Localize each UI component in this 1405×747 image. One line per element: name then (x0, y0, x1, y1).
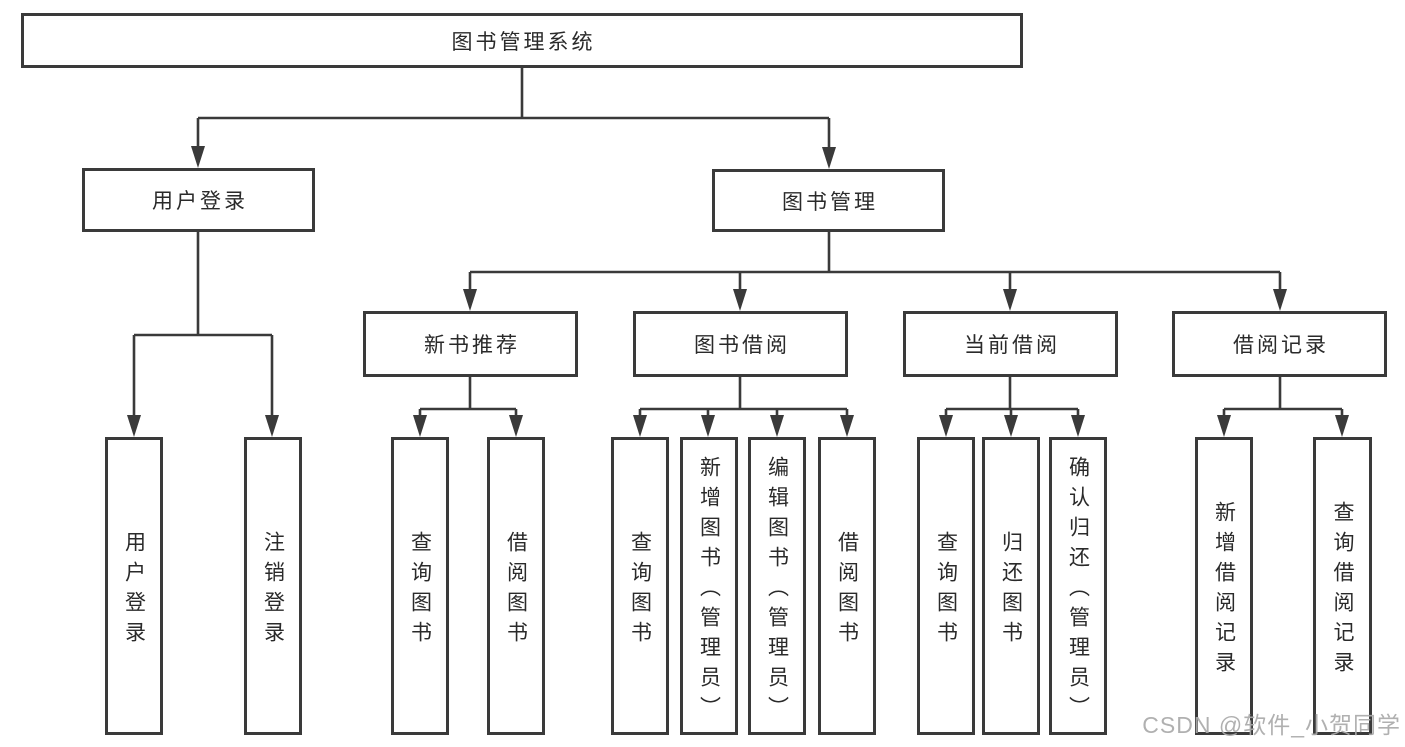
leaf-confirm-return-admin: 确认归还（管理员） (1049, 437, 1107, 735)
leaf-add-book-admin: 新增图书（管理员） (680, 437, 738, 735)
leaf-return-book: 归还图书 (982, 437, 1040, 735)
arrowhead (509, 415, 523, 437)
branch-book-mgmt (468, 231, 1282, 293)
branch-book-borrow (638, 377, 849, 421)
node-current-borrow: 当前借阅 (903, 311, 1118, 377)
arrowhead (127, 415, 141, 437)
leaf-query-books-current: 查询图书 (917, 437, 975, 735)
arrowhead (633, 415, 647, 437)
arrowhead (191, 146, 205, 168)
leaf-borrow-books-borrow: 借阅图书 (818, 437, 876, 735)
arrowhead (1003, 289, 1017, 311)
leaf-edit-book-admin: 编辑图书（管理员） (748, 437, 806, 735)
leaf-user-login: 用户登录 (105, 437, 163, 735)
arrowhead (840, 415, 854, 437)
branch-new-book-rec (418, 377, 518, 421)
arrowhead (463, 289, 477, 311)
node-borrow-records: 借阅记录 (1172, 311, 1387, 377)
leaf-logout: 注销登录 (244, 437, 302, 735)
arrowhead (1217, 415, 1231, 437)
node-book-mgmt: 图书管理 (712, 169, 945, 232)
arrowhead (1335, 415, 1349, 437)
branch-borrow-records (1222, 377, 1344, 421)
node-book-borrow: 图书借阅 (633, 311, 848, 377)
branch-current-borrow (944, 377, 1080, 421)
arrowhead (1004, 415, 1018, 437)
arrowhead (822, 147, 836, 169)
node-root: 图书管理系统 (21, 13, 1023, 68)
arrowhead (733, 289, 747, 311)
arrowhead (1273, 289, 1287, 311)
leaf-query-borrow-record: 查询借阅记录 (1313, 437, 1372, 735)
node-user-login: 用户登录 (82, 168, 315, 232)
branch-user-login (132, 232, 274, 421)
node-new-book-rec: 新书推荐 (363, 311, 578, 377)
arrowhead (413, 415, 427, 437)
leaf-add-borrow-record: 新增借阅记录 (1195, 437, 1253, 735)
leaf-query-books-rec: 查询图书 (391, 437, 449, 735)
arrowhead (770, 415, 784, 437)
leaf-borrow-books-rec: 借阅图书 (487, 437, 545, 735)
arrowhead (939, 415, 953, 437)
csdn-watermark: CSDN @软件_小贺同学 (1142, 712, 1401, 738)
branch-root (196, 66, 831, 151)
arrowhead (1071, 415, 1085, 437)
arrowhead (265, 415, 279, 437)
leaf-query-books-borrow: 查询图书 (611, 437, 669, 735)
arrowhead (701, 415, 715, 437)
